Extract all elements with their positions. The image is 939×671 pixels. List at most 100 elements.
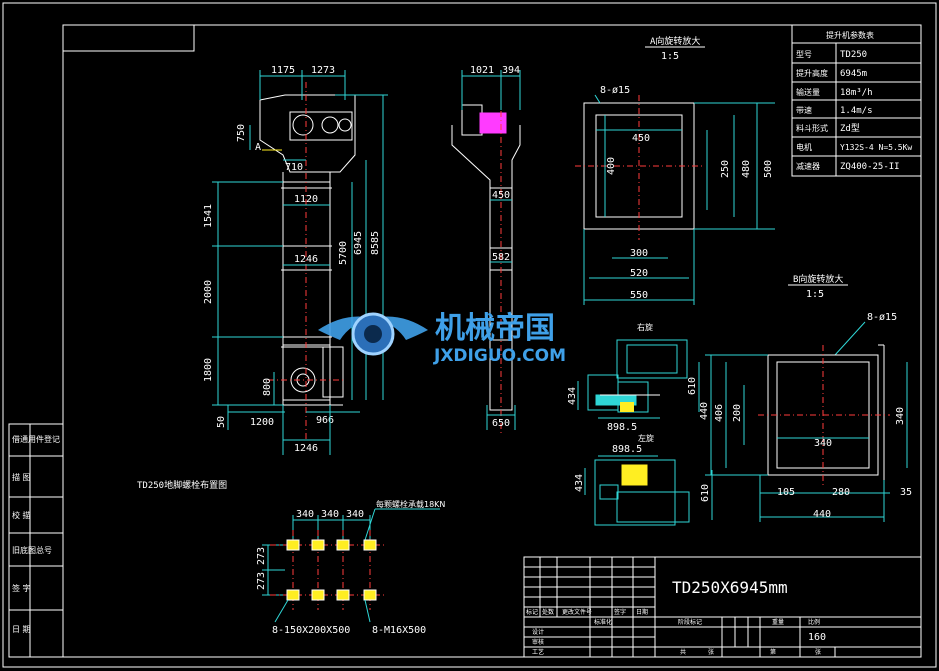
dim-label: 200	[732, 404, 743, 422]
param-key: 带速	[796, 106, 812, 115]
dim-label: 440	[813, 509, 831, 520]
dim-label: 450	[632, 133, 650, 144]
tb-sheet: 张	[815, 648, 821, 656]
param-value: 6945m	[840, 69, 867, 79]
param-key: 料斗形式	[796, 123, 828, 133]
drive-label: 左旋	[638, 433, 654, 443]
param-key: 减速器	[796, 161, 820, 171]
tb-weight: 重量	[772, 618, 784, 626]
dim-label: 273	[256, 572, 267, 590]
drawing-number: TD250X6945mm	[672, 578, 788, 597]
tb-header: 处数	[542, 608, 554, 616]
tb-sheet: 第	[770, 648, 776, 656]
param-value: 1.4m/s	[840, 106, 873, 116]
dim-label: 340	[814, 438, 832, 449]
top-left-block	[62, 24, 195, 52]
strip-label: 借通用件登记	[12, 434, 60, 444]
watermark-en: JXDIGUO.COM	[433, 346, 566, 366]
hole-callout: 8-ø15	[867, 312, 897, 323]
strip-label: 旧底图总号	[12, 545, 52, 555]
bolt-layout: 340 340 340 每颗螺栓承载18KN 273 273 8-150X200	[256, 499, 445, 636]
bolt-load: 每颗螺栓承载18KN	[376, 499, 445, 509]
left-strip: 借通用件登记 描 图 校 描 旧底图总号 签 字 日 期	[8, 423, 64, 658]
dim-label: 500	[763, 160, 774, 178]
dim-label: 520	[630, 268, 648, 279]
inner-border	[62, 24, 922, 658]
dim-label: 340	[895, 407, 906, 425]
drive-label: 右旋	[637, 322, 653, 332]
dim-label: 1200	[250, 417, 274, 428]
dim-label: 1246	[294, 254, 318, 265]
side-view: 1021 394 450 582 650	[451, 65, 521, 435]
tb-role: 设计	[532, 628, 544, 636]
tb-scale: 比例	[808, 618, 820, 626]
dim-label: 1246	[294, 443, 318, 454]
tb-role: 审核	[532, 638, 544, 646]
dim-label: 610	[700, 484, 711, 502]
dim-label: 2000	[203, 280, 214, 304]
tb-header: 更改文件号	[562, 608, 592, 616]
motor-highlight	[479, 112, 507, 134]
title-block: TD250X6945mm 标记 处数 更改文件号 签字 日期 设计 标准化 审核…	[523, 556, 922, 658]
tb-scale-value: 160	[808, 632, 826, 643]
param-value: 18m³/h	[840, 88, 873, 98]
dim-label: 750	[236, 124, 247, 142]
bolt-callout: 8-150X200X500	[272, 625, 350, 636]
dim-label: 400	[606, 157, 617, 175]
tb-header: 签字	[614, 608, 626, 616]
dim-label: 6945	[353, 231, 364, 255]
view-a-flange: A向旋转放大 1:5 8-ø15 450 400 250 480 500 300…	[575, 35, 775, 305]
dim-label: 898.5	[607, 422, 637, 433]
dim-label: 1021	[470, 65, 494, 76]
param-table: 提升机参数表 型号 TD250 提升高度 6945m 输送量 18m³/h 带速…	[791, 24, 922, 177]
strip-label: 校 描	[12, 510, 31, 520]
dim-label: 610	[687, 377, 698, 395]
dim-label: 273	[256, 547, 267, 565]
watermark-cn: 机械帝国	[435, 311, 555, 346]
dim-label: 250	[720, 160, 731, 178]
dim-label: 8585	[370, 231, 381, 255]
view-a-scale: 1:5	[661, 51, 679, 62]
hole-callout: 8-ø15	[600, 85, 630, 96]
param-key: 电机	[796, 142, 812, 152]
foundation-caption: TD250地脚螺栓布置图	[137, 479, 227, 491]
param-value: Y132S-4 N=5.5Kw	[840, 143, 912, 152]
param-key: 型号	[796, 50, 812, 59]
tb-sheet: 共	[680, 648, 686, 656]
dim-label: 394	[502, 65, 520, 76]
tb-sheet: 张	[708, 648, 714, 656]
dim-label: 1175	[271, 65, 295, 76]
bolt-callout: 8-M16X500	[372, 625, 426, 636]
strip-label: 描 图	[12, 472, 31, 482]
front-view: 1175 1273 750 A 710 1120 1246 1541 2000 …	[203, 65, 388, 455]
tb-header: 标记	[526, 608, 538, 616]
dim-label: 650	[492, 418, 510, 429]
dim-label: 340	[346, 509, 364, 520]
param-value: Zd型	[840, 123, 860, 134]
tb-header: 日期	[636, 608, 648, 616]
param-key: 提升高度	[796, 68, 828, 78]
dim-label: 340	[296, 509, 314, 520]
dim-label: 898.5	[612, 444, 642, 455]
dim-label: 340	[321, 509, 339, 520]
dim-label: 280	[832, 487, 850, 498]
strip-label: 日 期	[12, 625, 31, 634]
strip-label: 签 字	[12, 583, 31, 593]
param-key: 输送量	[796, 87, 820, 97]
dim-label: 550	[630, 290, 648, 301]
param-value: ZQ400-25-II	[840, 162, 900, 172]
dim-label: 35	[900, 487, 912, 498]
tb-role: 工艺	[532, 648, 544, 656]
dim-label: 50	[216, 416, 227, 428]
drive-right: 右旋 434 610 898.5	[567, 322, 700, 433]
dim-label: 480	[741, 160, 752, 178]
tb-stage: 阶段标记	[678, 618, 702, 626]
dim-label: 440	[699, 402, 710, 420]
dim-label: 1800	[203, 358, 214, 382]
dim-label: 105	[777, 487, 795, 498]
view-b-flange: B向旋转放大 1:5 8-ø15 440 406 200 340 340 105…	[699, 273, 912, 522]
dim-label: 1120	[294, 194, 318, 205]
tb-std: 标准化	[594, 618, 612, 626]
